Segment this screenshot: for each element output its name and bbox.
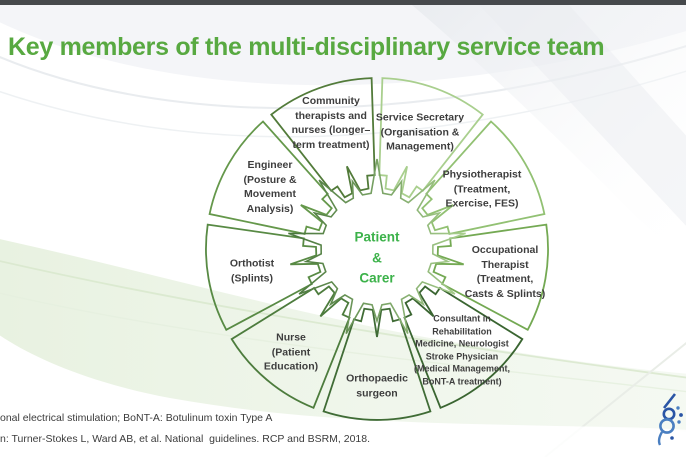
segment-outline-consultant-rehabilitation xyxy=(403,285,524,409)
segment-outline-community-therapists xyxy=(270,77,376,199)
hub-line: Carer xyxy=(359,270,395,286)
footnote-abbreviations: onal electrical stimulation; BoNT-A: Bot… xyxy=(0,412,273,424)
logo-dot xyxy=(679,413,683,417)
logo-dot xyxy=(677,420,681,424)
logo-ring xyxy=(659,418,675,434)
segment-outline-orthotist xyxy=(205,223,322,332)
slide-title: Key members of the multi-disciplinary se… xyxy=(8,33,605,61)
top-bar xyxy=(0,0,686,5)
segment-outline-orthopaedic-surgeon xyxy=(322,307,432,421)
background-bottom-fade xyxy=(150,426,686,457)
hub-label-patient-carer: Patient & Carer xyxy=(354,227,399,289)
background-green-line xyxy=(0,260,686,379)
background-green-line xyxy=(0,292,686,393)
logo-dot xyxy=(670,436,674,440)
footnote-reference: n: Turner-Stokes L, Ward AB, et al. Nati… xyxy=(0,433,371,445)
logo-ring xyxy=(662,407,676,421)
logo-tail xyxy=(657,431,664,446)
logo-stroke xyxy=(662,393,677,409)
background-wave xyxy=(405,0,686,267)
segment-outline-service-secretary xyxy=(378,77,484,199)
hub-line: & xyxy=(372,249,382,265)
segment-outline-physiotherapist xyxy=(421,120,546,235)
logo-dot xyxy=(676,406,680,410)
segment-outline-engineer xyxy=(208,120,333,235)
hub-line: Patient xyxy=(354,229,400,245)
hub-cog-outline xyxy=(288,158,466,334)
background-wave xyxy=(474,0,686,226)
segment-outline-occupational-therapist xyxy=(432,223,549,332)
segment-outline-nurse xyxy=(230,285,351,409)
brand-logo xyxy=(657,393,683,446)
